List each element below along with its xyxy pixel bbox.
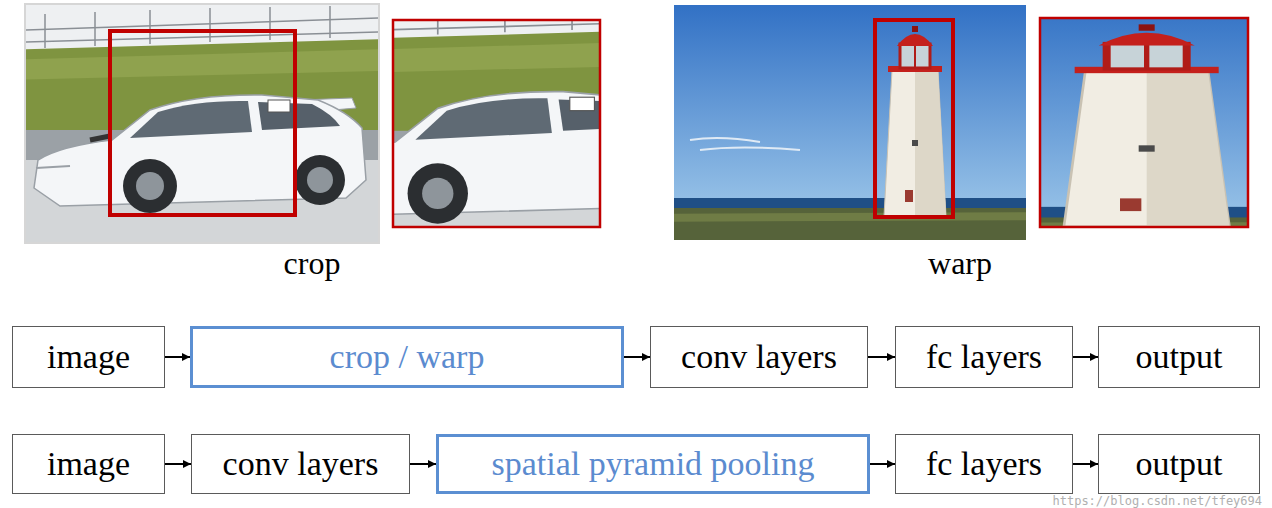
box-label: image: [47, 445, 130, 482]
process-box: fc layers: [895, 326, 1073, 388]
arrow-connector: [870, 463, 895, 465]
box-label: spatial pyramid pooling: [492, 445, 815, 482]
highlighted-step-box: crop / warp: [190, 326, 624, 388]
arrow-connector: [868, 356, 895, 358]
caption-label: crop: [284, 246, 341, 281]
highlighted-step-box: spatial pyramid pooling: [436, 434, 870, 494]
arrow-connector: [165, 356, 190, 358]
arrow-connector: [624, 356, 650, 358]
box-label: conv layers: [223, 445, 379, 482]
arrow-connector: [410, 463, 436, 465]
box-label: conv layers: [681, 338, 837, 375]
box-label: fc layers: [926, 338, 1042, 375]
watermark: https://blog.csdn.net/tfey694: [1050, 495, 1264, 508]
process-box: output: [1098, 434, 1260, 494]
arrow-connector: [165, 463, 191, 465]
box-label: output: [1136, 338, 1223, 375]
box-label: fc layers: [926, 445, 1042, 482]
process-box: conv layers: [650, 326, 868, 388]
process-box: image: [12, 326, 165, 388]
caption-label: warp: [928, 246, 992, 281]
arrow-connector: [1073, 356, 1098, 358]
box-label: output: [1136, 445, 1223, 482]
process-box: image: [12, 434, 165, 494]
arrow-connector: [1073, 463, 1098, 465]
process-box: fc layers: [895, 434, 1073, 494]
box-label: image: [47, 338, 130, 375]
process-box: output: [1098, 326, 1260, 388]
box-label: crop / warp: [330, 338, 485, 375]
process-box: conv layers: [191, 434, 410, 494]
